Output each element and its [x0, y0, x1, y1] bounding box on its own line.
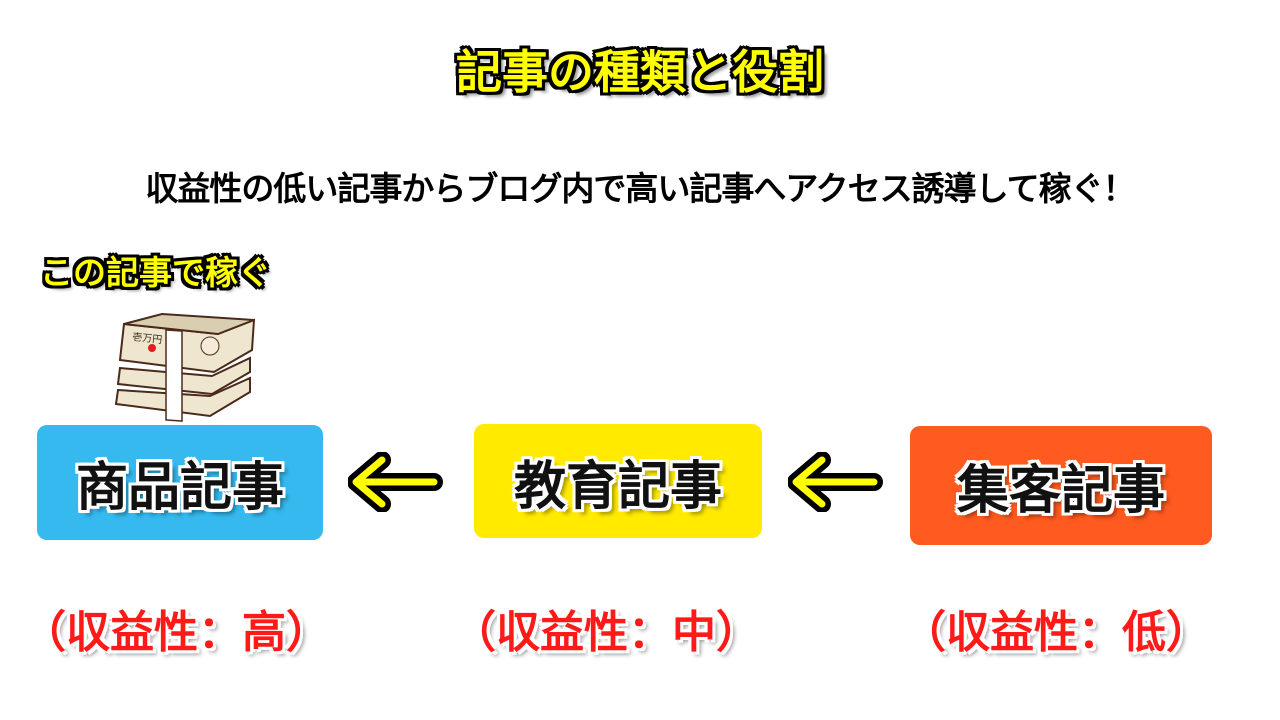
revenue-high-label: （収益性：高） [22, 607, 330, 658]
arrow-left-icon [348, 452, 443, 512]
subtitle: 収益性の低い記事からブログ内で高い記事へアクセス誘導して稼ぐ！ [145, 169, 1135, 208]
page-title: 記事の種類と役割 [456, 45, 824, 99]
banknote-text: 壱万円 [132, 330, 163, 346]
education-article-label: 教育記事 [513, 456, 722, 517]
education-article-box: 教育記事 [474, 424, 762, 538]
arrow-left-icon [788, 452, 883, 512]
acquisition-article-label: 集客記事 [956, 461, 1165, 521]
revenue-low-label: （収益性：低） [902, 607, 1210, 658]
money-stack-icon: 壱万円 [114, 312, 256, 422]
product-article-box: 商品記事 [37, 425, 323, 540]
earn-label: この記事で稼ぐ [40, 253, 271, 292]
product-article-label: 商品記事 [75, 458, 284, 518]
acquisition-article-box: 集客記事 [910, 426, 1212, 545]
revenue-medium-label: （収益性：中） [452, 607, 760, 658]
